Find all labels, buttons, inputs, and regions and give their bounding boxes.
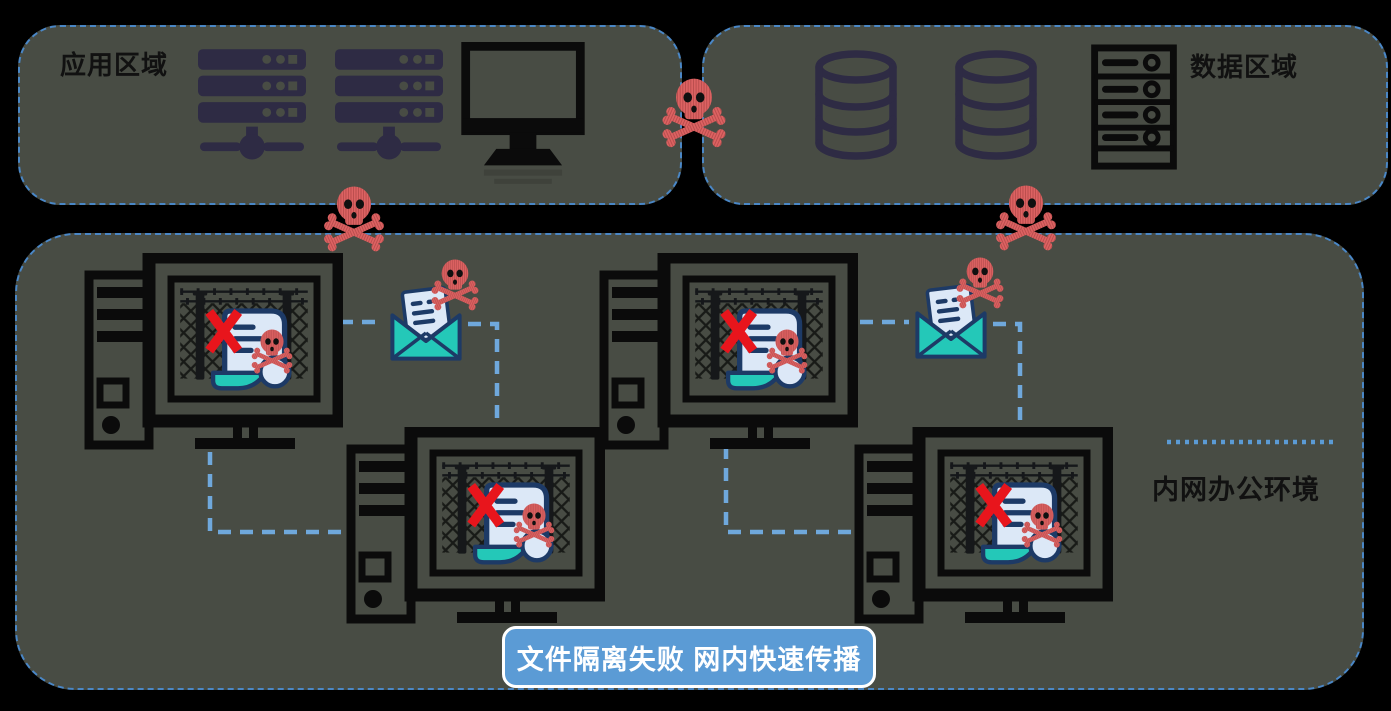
server-rack-icon <box>1090 44 1178 172</box>
email-skull-crossbones-icon-1 <box>426 256 484 314</box>
workstation-icon-4 <box>853 427 1113 629</box>
failure-banner-text: 文件隔离失败 网内快速传播 <box>516 644 862 675</box>
workstation-icon-3 <box>598 253 858 455</box>
skull-crossbones-icon-1 <box>655 74 733 152</box>
application-area-label: 应用区域 <box>60 50 169 80</box>
monitor-icon <box>461 42 585 188</box>
email-skull-crossbones-icon-2 <box>951 254 1009 312</box>
workstation-icon-1 <box>83 253 343 455</box>
server-stack-icon-1 <box>198 48 306 166</box>
failure-banner: 文件隔离失败 网内快速传播 <box>502 626 876 688</box>
intranet-area-label: 内网办公环境 <box>1152 475 1320 505</box>
server-stack-icon-2 <box>335 48 443 166</box>
skull-crossbones-icon-2 <box>317 182 391 256</box>
workstation-icon-2 <box>345 427 605 629</box>
data-area-label: 数据区域 <box>1190 52 1299 82</box>
skull-crossbones-icon-3 <box>989 181 1063 255</box>
database-icon-1 <box>808 50 904 162</box>
database-icon-2 <box>948 50 1044 162</box>
